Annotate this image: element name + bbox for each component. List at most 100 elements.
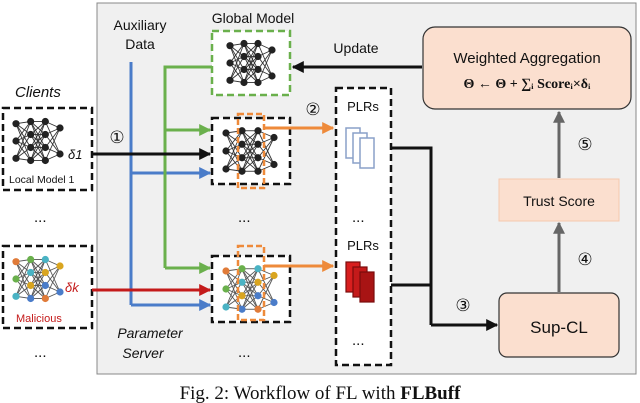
network-edge [225,270,243,310]
local-model-1-label: Local Model 1 [9,174,75,186]
network-edge [229,45,245,83]
server-models-ellipsis: ... [238,209,251,226]
network-node [238,292,246,300]
network-edge [15,140,32,161]
network-node [254,52,262,61]
weighted-aggregation-title: Weighted Aggregation [453,50,600,67]
network-node [238,265,246,273]
network-node [12,137,20,145]
step-3-marker: ③ [455,296,470,315]
plr-to-supcl-line-1 [391,146,433,325]
network-node [27,294,35,303]
auxiliary-data-label-line2: Data [125,36,155,52]
network-node [41,156,49,165]
network-node [254,78,262,87]
network-edge [30,259,46,299]
update-label: Update [333,40,378,56]
network-node [240,78,248,87]
network-edge [15,121,32,159]
network-node [27,143,35,152]
network-edge [225,150,243,172]
network-node [238,140,246,148]
network-edge [15,123,32,148]
network-node [56,288,64,296]
trust-score-label: Trust Score [523,193,595,209]
network-node [41,117,49,126]
network-edge [257,137,275,172]
network-edge [257,49,273,83]
network-edge [243,43,259,70]
network-node [41,255,49,264]
network-edge [44,127,61,161]
network-node [238,278,246,286]
network-node [254,305,262,313]
network-node [254,167,262,175]
global-model-network-icon [226,39,276,87]
network-edge [229,43,245,64]
network-node [254,65,262,74]
network-node [27,268,35,277]
network-edge [15,272,32,297]
network-node [270,271,278,280]
local-model-1-network-icon [12,117,64,165]
network-node [254,154,262,162]
network-edge [225,270,243,296]
network-edge [225,132,243,172]
network-node [270,133,278,142]
benign-plr-stack-icon [345,127,375,169]
network-edge [30,272,46,299]
network-node [226,76,234,84]
plrs-label-benign: PLRs [347,99,379,114]
network-edge [257,49,273,70]
network-edge [241,130,259,172]
server-model-1-network-icon [222,127,278,175]
delta-1-label: δ1 [68,147,82,162]
network-edge [241,130,259,158]
network-edge [225,132,243,158]
network-node [56,262,64,270]
parameter-server-label-line1: Parameter [117,325,184,341]
network-edge [15,123,32,161]
network-edge [229,56,245,81]
clients-ellipsis: ... [34,209,47,226]
malicious-label: Malicious [16,313,62,325]
step-4-marker: ④ [577,250,592,269]
network-node [222,303,230,311]
network-node [254,39,262,48]
network-node [226,59,234,67]
network-edge [225,288,243,310]
network-edge [241,144,259,172]
network-node [41,281,49,290]
network-node [222,129,230,137]
network-edge [30,121,46,161]
network-node [12,120,20,128]
network-node [41,268,49,277]
network-edge [257,275,275,310]
network-edge [241,268,259,296]
network-node [27,255,35,264]
penultimate-layer-highlight-1 [236,112,266,190]
aggregation-formula: Θ ← Θ + ∑ᵢ Scoreᵢ×δᵢ [463,77,591,92]
network-node [238,154,246,162]
network-edge [15,134,32,159]
network-edge [15,121,32,142]
network-edge [30,134,46,161]
network-node [27,281,35,290]
supcl-box [498,292,620,358]
network-node [222,285,230,293]
network-node [56,150,64,158]
delta-k-label: δk [65,280,80,295]
network-node [12,154,20,162]
network-node [27,117,35,126]
caption-prefix: Fig. 2: Workflow of FL with [180,383,401,403]
network-node [268,46,276,54]
network-edge [225,130,243,152]
network-edge [257,275,275,297]
network-node [27,156,35,165]
supcl-label: Sup-CL [530,318,588,337]
network-edge [44,265,61,286]
server-models-ellipsis-bottom: ... [238,344,251,361]
figure-caption: Fig. 2: Workflow of FL with FLBuff [180,383,462,403]
network-edge [44,265,61,299]
